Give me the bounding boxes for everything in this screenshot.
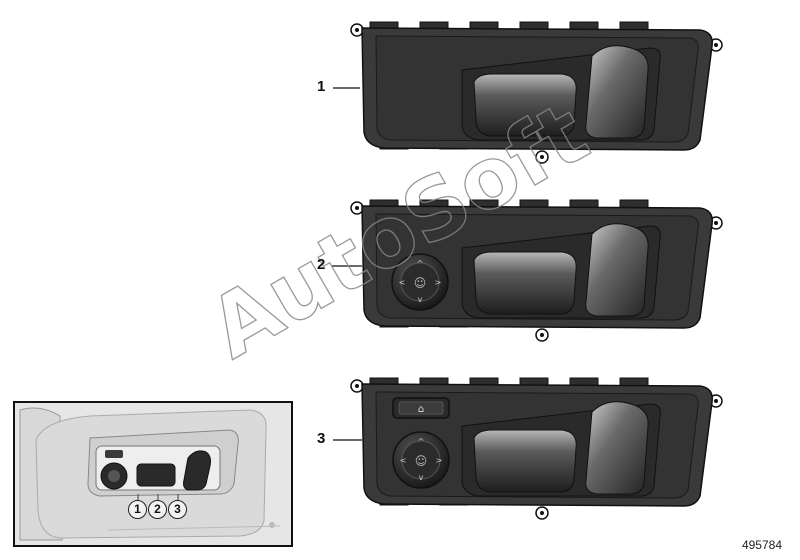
diagram-id: 495784 [741, 538, 782, 552]
svg-text:^: ^ [418, 437, 425, 446]
svg-text:>: > [436, 456, 443, 465]
seat-switch-item-2: ☺ ^ v < > [332, 199, 723, 342]
svg-text:☺: ☺ [414, 276, 427, 290]
svg-text:⌂: ⌂ [418, 404, 424, 415]
seat-switch-item-3: ⌂ ☺ ^ v < > [333, 377, 723, 520]
svg-text:v: v [419, 473, 424, 482]
multifunction-knob: ☺ ^ v < > [392, 431, 450, 489]
svg-text:v: v [418, 295, 423, 304]
svg-text:<: < [399, 278, 406, 287]
inset-number-3: 3 [168, 500, 187, 519]
inset-number-2: 2 [148, 500, 167, 519]
inset-number-1: 1 [128, 500, 147, 519]
inset-view [13, 401, 293, 547]
callout-3: 3 [317, 430, 326, 447]
svg-text:<: < [400, 456, 407, 465]
callout-1: 1 [317, 78, 326, 95]
memory-button: ⌂ [392, 397, 450, 419]
multifunction-knob: ☺ ^ v < > [391, 253, 449, 311]
seat-switch-item-1 [333, 21, 723, 164]
svg-text:>: > [435, 278, 442, 287]
svg-text:^: ^ [417, 259, 424, 268]
svg-text:☺: ☺ [415, 454, 428, 468]
callout-2: 2 [317, 256, 326, 273]
